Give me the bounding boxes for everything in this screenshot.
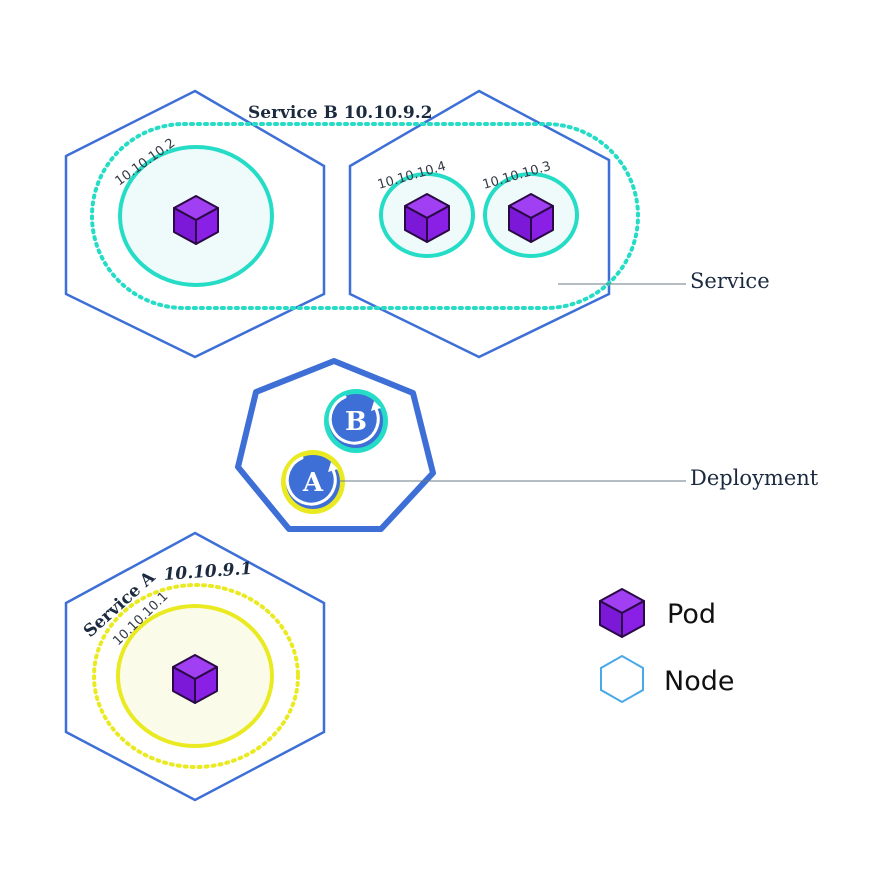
legend: Pod Node bbox=[599, 588, 734, 704]
legend-node-label: Node bbox=[664, 666, 734, 697]
service-b-name: Service B bbox=[248, 103, 338, 123]
service-callout: Service bbox=[690, 269, 770, 293]
deployment-b-letter: B bbox=[345, 407, 367, 437]
deployment-a-letter: A bbox=[302, 468, 324, 498]
legend-pod-cube-icon bbox=[599, 588, 645, 638]
deployment-a-icon: A bbox=[281, 450, 345, 514]
service-b-label: Service B 10.10.9.2 bbox=[248, 103, 433, 123]
service-a-ip: 10.10.9.1 bbox=[163, 559, 253, 585]
node-2 bbox=[348, 89, 611, 359]
service-b-boundary bbox=[90, 122, 640, 310]
node-1 bbox=[64, 89, 326, 359]
deployment-callout: Deployment bbox=[690, 466, 819, 490]
legend-node-hexagon-icon bbox=[600, 654, 644, 704]
deployment-b-icon: B bbox=[324, 389, 388, 453]
legend-pod-label: Pod bbox=[667, 599, 716, 630]
node-3 bbox=[64, 531, 326, 802]
service-a-boundary bbox=[92, 583, 300, 769]
service-b-ip: 10.10.9.2 bbox=[344, 103, 433, 123]
deployment-heptagon bbox=[235, 358, 436, 532]
